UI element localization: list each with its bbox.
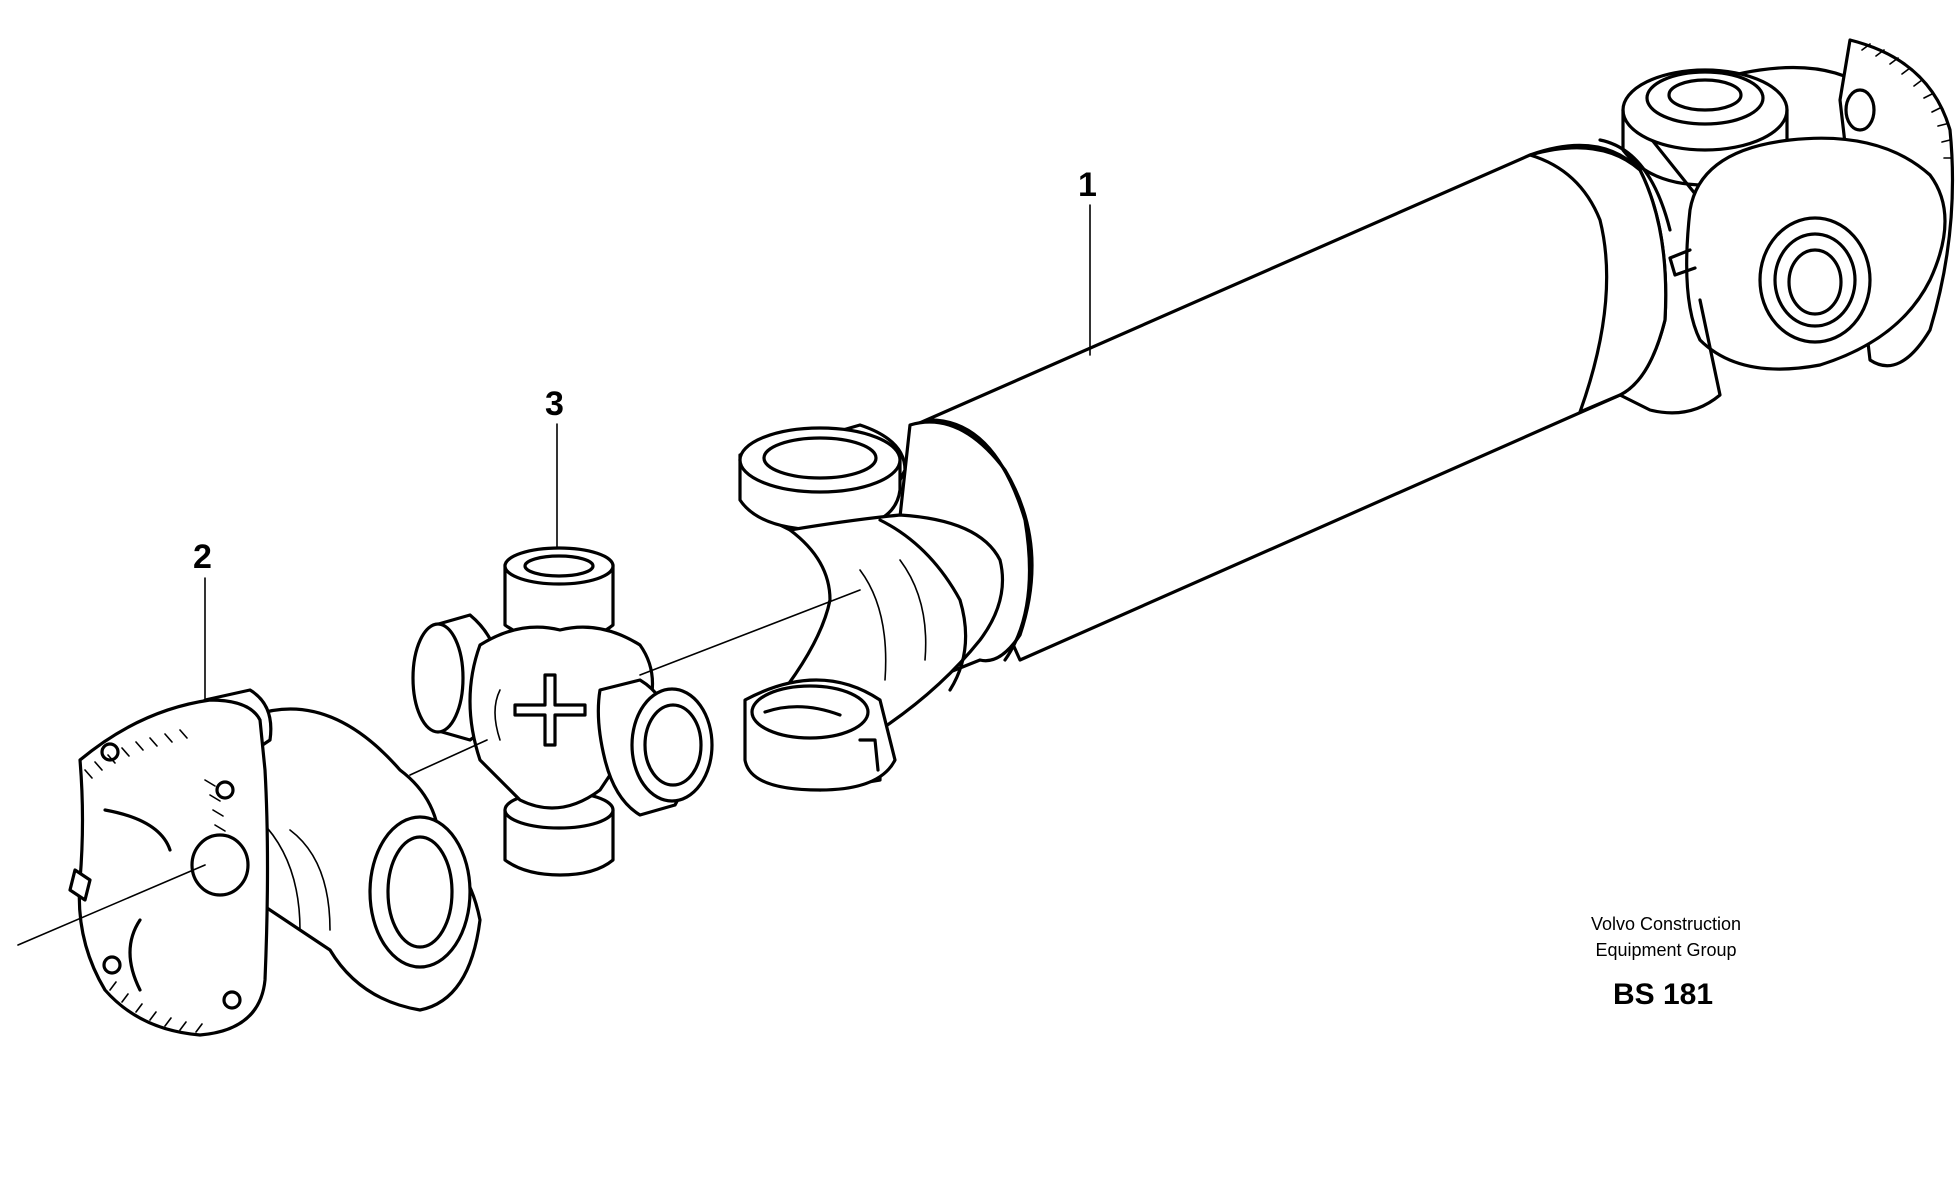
credit-block: Volvo Construction Equipment Group BS 18… bbox=[1591, 914, 1741, 1011]
callout-3-label: 3 bbox=[545, 385, 564, 423]
shaft-far-yoke bbox=[1621, 38, 1955, 371]
credit-line-2: Equipment Group bbox=[1595, 940, 1736, 960]
credit-line-1: Volvo Construction bbox=[1591, 914, 1741, 934]
figure-code: BS 181 bbox=[1613, 978, 1713, 1011]
universal-joint-cross: 3 bbox=[411, 385, 714, 877]
flange-yoke: 2 bbox=[68, 538, 482, 1037]
shaft-tube bbox=[878, 138, 1722, 702]
assembly-centre-lines bbox=[17, 589, 861, 946]
callout-2-label: 2 bbox=[193, 538, 212, 576]
callout-1-label: 1 bbox=[1078, 166, 1097, 204]
shaft-near-yoke bbox=[738, 423, 1005, 792]
propeller-shaft: 1 bbox=[738, 38, 1955, 792]
